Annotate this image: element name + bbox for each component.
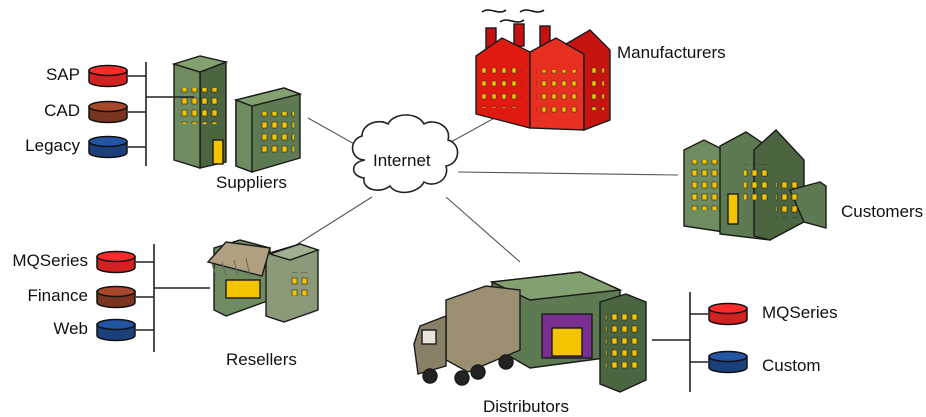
database-cylinder-icon [88,135,128,159]
link-resellers [295,196,373,246]
resellers-shop [206,239,321,323]
internet-cloud [351,114,459,194]
database-icons [88,64,748,374]
db-label-mqseries-distributors: MQSeries [762,303,838,322]
internet-label: Internet [373,151,431,170]
database-cylinder-icon [88,64,128,88]
db-label-legacy: Legacy [25,136,80,155]
truck [413,285,521,386]
db-label-cad: CAD [44,101,80,120]
link-distributors [445,196,521,263]
suppliers-building [171,55,303,174]
database-cylinder-icon [708,302,748,326]
suppliers-db-tree [128,62,194,166]
manufacturers-factory [475,9,611,132]
distributors-warehouse [489,271,647,393]
suppliers-label: Suppliers [216,173,287,192]
distributors-label: Distributors [483,397,569,416]
database-cylinder-icon [96,285,136,309]
database-cylinder-icon [96,318,136,342]
link-customers [457,171,679,176]
resellers-label: Resellers [226,350,297,369]
db-label-sap: SAP [45,65,80,84]
db-label-web: Web [53,319,88,338]
database-cylinder-icon [708,350,748,374]
connection-lines [295,103,679,263]
db-label-finance: Finance [27,286,88,305]
customers-building [683,129,827,241]
database-cylinder-icon [88,100,128,124]
db-label-custom: Custom [762,356,821,375]
customers-label: Customers [841,202,924,221]
distributors-db-tree [652,292,708,392]
manufacturers-label: Manufacturers [617,43,726,62]
database-cylinder-icon [96,250,136,274]
db-label-mqseries-resellers: MQSeries [12,251,88,270]
resellers-db-tree [136,244,210,352]
